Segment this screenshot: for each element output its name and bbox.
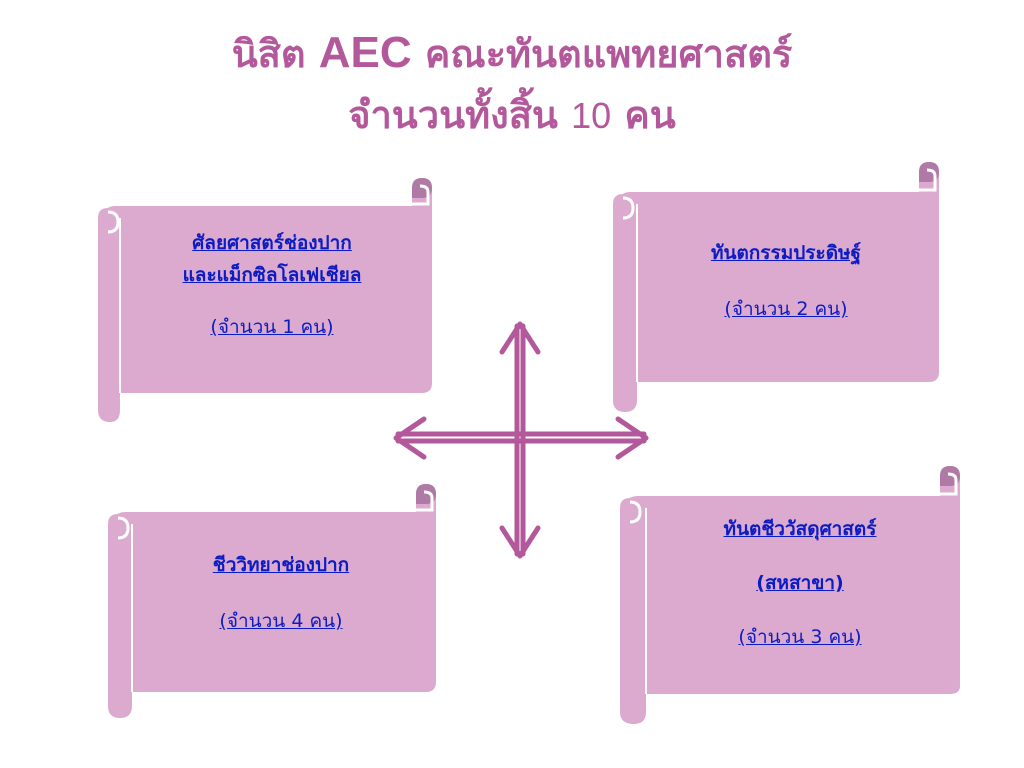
dept-count[interactable]: (จำนวน 1 คน) — [210, 316, 334, 338]
scroll-text: ศัลยศาสตร์ช่องปาก และแม็กซิลโลเฟเชียล (จ… — [124, 230, 420, 340]
total-unit: คน — [624, 93, 676, 137]
title-line-2: จำนวนทั้งสิ้น 10 คน — [0, 84, 1024, 146]
title-prefix: นิสิต — [231, 32, 306, 76]
title-faculty: คณะทันตแพทยศาสตร์ — [424, 32, 793, 76]
dept-name-line2[interactable]: และแม็กซิลโลเฟเชียล — [182, 264, 362, 286]
scroll-banner-icon — [98, 178, 432, 422]
scroll-card-dental-materials: ทันตชีววัสดุศาสตร์ (สหสาขา) (จำนวน 3 คน) — [616, 466, 966, 726]
scroll-text: ทันตกรรมประดิษฐ์ (จำนวน 2 คน) — [641, 240, 931, 322]
scroll-banner-icon — [613, 162, 939, 412]
dept-name-line1[interactable]: ศัลยศาสตร์ช่องปาก — [192, 232, 352, 254]
total-label: จำนวนทั้งสิ้น — [348, 93, 558, 137]
dept-name-line1[interactable]: ทันตชีววัสดุศาสตร์ — [723, 518, 877, 540]
scroll-banner-icon — [620, 466, 960, 724]
title-aec: AEC — [318, 28, 412, 77]
scroll-card-prosthodontics: ทันตกรรมประดิษฐ์ (จำนวน 2 คน) — [609, 162, 945, 414]
total-number: 10 — [571, 95, 612, 136]
scroll-card-oral-surgery: ศัลยศาสตร์ช่องปาก และแม็กซิลโลเฟเชียล (จ… — [94, 178, 436, 423]
scroll-card-oral-biology: ชีววิทยาช่องปาก (จำนวน 4 คน) — [104, 484, 442, 720]
slide-title: นิสิต AEC คณะทันตแพทยศาสตร์ จำนวนทั้งสิ้… — [0, 22, 1024, 146]
scroll-text: ทันตชีววัสดุศาสตร์ (สหสาขา) (จำนวน 3 คน) — [650, 516, 950, 650]
dept-name-line1[interactable]: ชีววิทยาช่องปาก — [212, 554, 350, 576]
dept-count[interactable]: (จำนวน 2 คน) — [724, 298, 848, 320]
scroll-text: ชีววิทยาช่องปาก (จำนวน 4 คน) — [136, 552, 426, 634]
dept-count[interactable]: (จำนวน 3 คน) — [738, 626, 862, 648]
title-line-1: นิสิต AEC คณะทันตแพทยศาสตร์ — [0, 22, 1024, 84]
four-way-arrows-icon — [393, 321, 649, 559]
dept-name-line1[interactable]: ทันตกรรมประดิษฐ์ — [710, 242, 862, 264]
scroll-banner-icon — [108, 484, 436, 718]
dept-count[interactable]: (จำนวน 4 คน) — [219, 610, 343, 632]
dept-name-line2[interactable]: (สหสาขา) — [756, 572, 844, 594]
